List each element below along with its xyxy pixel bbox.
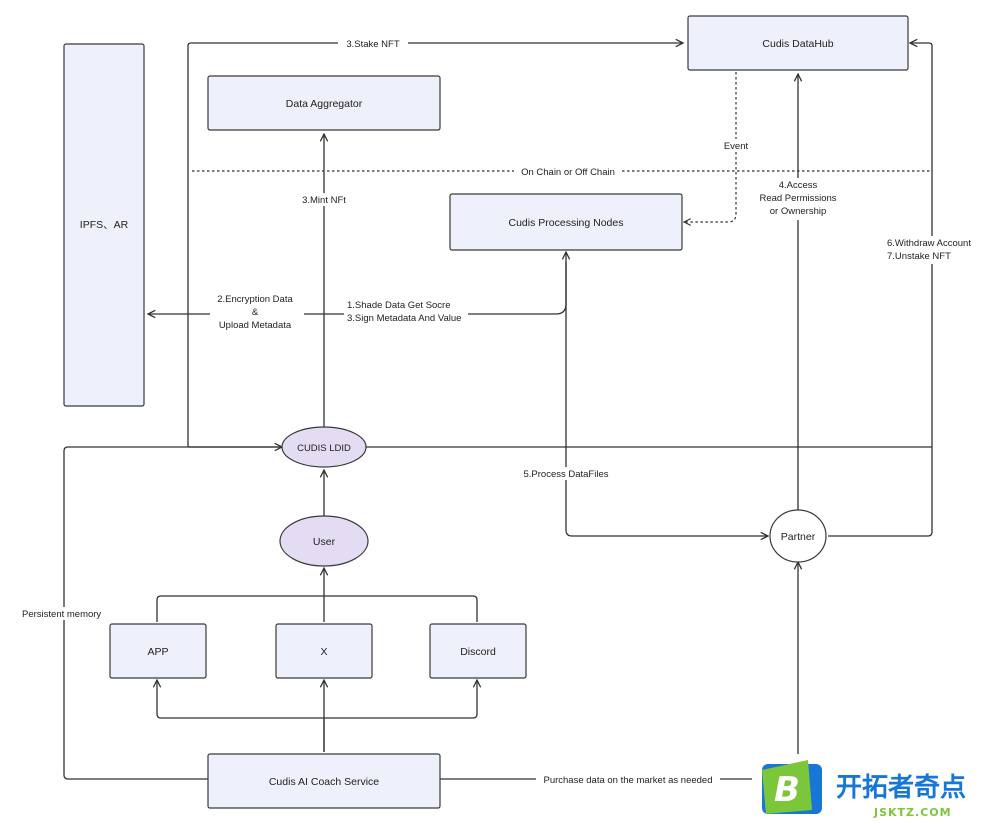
node-cudis-ldid[interactable]: CUDIS LDID — [281, 426, 367, 468]
label-withdraw-line-2: 7.Unstake NFT — [887, 251, 951, 262]
node-ai-coach-service[interactable]: Cudis AI Coach Service — [207, 753, 441, 809]
node-app[interactable]: APP — [109, 623, 207, 679]
label-persistent-memory: Persistent memory — [22, 609, 101, 620]
label-purchase: Purchase data on the market as needed — [543, 775, 712, 786]
node-partner-label: Partner — [781, 531, 816, 543]
edge-event — [684, 72, 737, 222]
logo-title: 开拓者奇点 — [836, 772, 966, 803]
node-cudis-datahub-label: Cudis DataHub — [762, 38, 833, 50]
label-withdraw-line-1: 6.Withdraw Account — [887, 238, 971, 249]
edge-coach-app — [157, 680, 325, 752]
node-ai-coach-service-label: Cudis AI Coach Service — [269, 776, 379, 788]
logo-letter: B — [774, 770, 800, 810]
logo-subtitle: JSKTZ.COM — [873, 806, 952, 819]
label-event: Event — [724, 141, 749, 152]
node-cudis-ldid-label: CUDIS LDID — [297, 443, 351, 454]
nodes: IPFS、AR Data Aggregator Cudis DataHub Cu… — [63, 15, 909, 809]
logo-b-icon: B — [762, 760, 822, 814]
label-stake-nft: 3.Stake NFT — [346, 39, 400, 50]
node-processing-nodes[interactable]: Cudis Processing Nodes — [449, 193, 683, 251]
label-encryption-line-3: Upload Metadata — [219, 320, 292, 331]
label-process-datafiles: 5.Process DataFiles — [523, 469, 608, 480]
node-ipfs[interactable]: IPFS、AR — [63, 43, 145, 407]
node-discord[interactable]: Discord — [429, 623, 527, 679]
edge-withdraw — [828, 43, 933, 537]
node-discord-label: Discord — [460, 646, 496, 658]
node-x-label: X — [320, 646, 327, 658]
label-encryption-line-1: 2.Encryption Data — [217, 294, 293, 305]
edge-coach-discord — [324, 680, 477, 719]
node-ipfs-label: IPFS、AR — [80, 219, 129, 231]
edge-channels-user — [156, 568, 478, 622]
label-shade-line-2: 3.Sign Metadata And Value — [347, 313, 461, 324]
label-mint-nft: 3.Mint NFt — [302, 195, 346, 206]
node-data-aggregator-label: Data Aggregator — [286, 98, 363, 110]
edge-labels: 3.Stake NFT Event On Chain or Off Chain … — [20, 37, 980, 786]
node-user[interactable]: User — [279, 515, 369, 567]
label-encryption-line-2: & — [252, 307, 259, 318]
label-access-line-3: or Ownership — [770, 206, 827, 217]
label-shade-line-1: 1.Shade Data Get Socre — [347, 300, 451, 311]
label-chain-divider: On Chain or Off Chain — [521, 167, 615, 178]
jsktz-logo: B 开拓者奇点 JSKTZ.COM — [752, 754, 1000, 824]
node-user-label: User — [313, 536, 336, 548]
label-access-line-2: Read Permissions — [759, 193, 836, 204]
node-app-label: APP — [147, 646, 168, 658]
node-partner[interactable]: Partner — [769, 509, 827, 563]
node-cudis-datahub[interactable]: Cudis DataHub — [687, 15, 909, 71]
label-access-line-1: 4.Access — [779, 180, 818, 191]
node-x[interactable]: X — [275, 623, 373, 679]
node-data-aggregator[interactable]: Data Aggregator — [207, 75, 441, 131]
edge-process-datafiles — [565, 262, 768, 536]
node-processing-nodes-label: Cudis Processing Nodes — [509, 217, 624, 229]
